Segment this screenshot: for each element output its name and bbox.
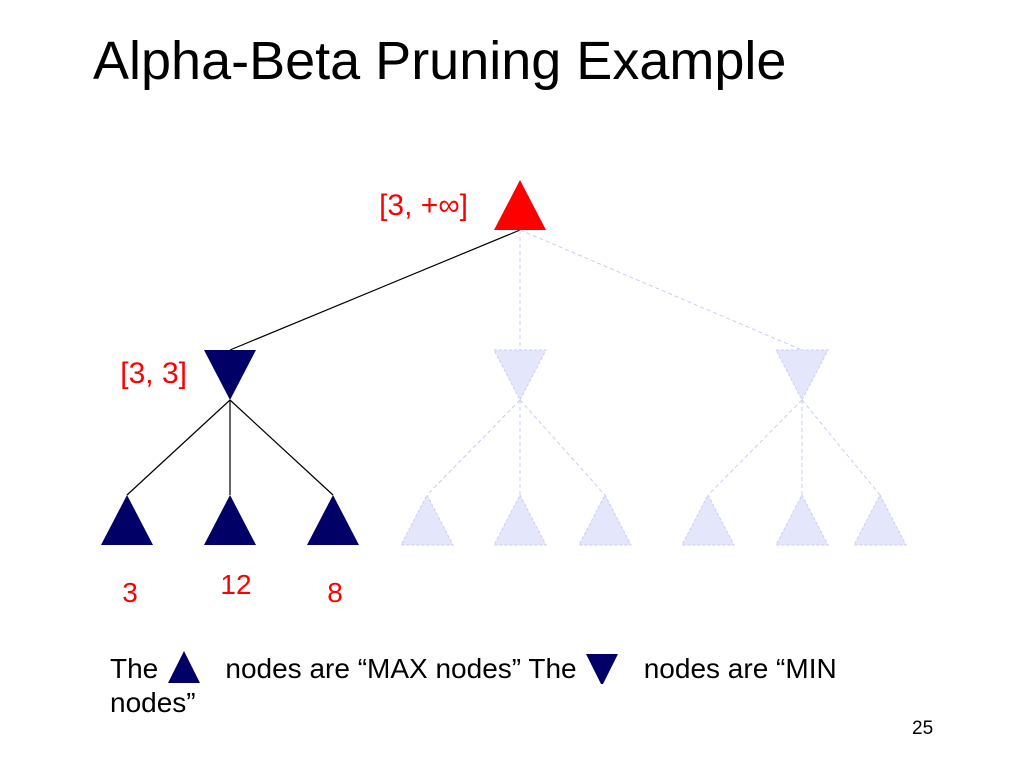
edge-root-to-min-3 bbox=[519, 229, 803, 351]
leaf-node-2-2 bbox=[493, 493, 547, 546]
edge-min-2-to-leaf-1 bbox=[426, 399, 521, 496]
root-max-node bbox=[494, 180, 546, 230]
tree-edges bbox=[126, 229, 881, 496]
slide-number: 25 bbox=[912, 718, 934, 739]
tree-nodes bbox=[101, 180, 907, 546]
edge-min-2-to-leaf-3 bbox=[519, 399, 606, 496]
root-node-label: [3, +∞] bbox=[379, 189, 468, 222]
leaf-node-2-1 bbox=[400, 493, 454, 546]
edge-min-3-to-leaf-3 bbox=[801, 399, 881, 496]
edge-min-1-to-leaf-1 bbox=[126, 399, 231, 496]
min-node-3 bbox=[775, 349, 829, 402]
min-node-legend-icon bbox=[586, 654, 619, 686]
max-node-legend-icon bbox=[168, 651, 201, 683]
leaf-node-3-3 bbox=[853, 493, 907, 546]
tree-labels: [3, +∞] [3, 3] 3 12 8 bbox=[120, 189, 468, 608]
legend-note: The nodes are “MAX nodes” The nodes are … bbox=[110, 650, 930, 720]
max-node-icon bbox=[168, 651, 201, 683]
leaf-node-3-1 bbox=[681, 493, 735, 546]
leaf-value-1-3: 8 bbox=[327, 577, 343, 608]
min-node-1-label: [3, 3] bbox=[120, 357, 187, 390]
min-node-1 bbox=[204, 350, 256, 400]
slide-title: Alpha-Beta Pruning Example bbox=[93, 31, 787, 91]
leaf-node-1-2 bbox=[204, 495, 256, 545]
leaf-node-1-3 bbox=[307, 495, 359, 545]
min-node-icon bbox=[586, 654, 619, 686]
min-node-2 bbox=[493, 349, 547, 402]
legend-text-2: nodes are “MAX nodes” The bbox=[225, 653, 577, 684]
edge-min-3-to-leaf-1 bbox=[707, 399, 803, 496]
legend-text-1: The bbox=[110, 653, 159, 684]
leaf-node-2-3 bbox=[578, 493, 632, 546]
leaf-node-1-1 bbox=[101, 495, 153, 545]
leaf-value-1-2: 12 bbox=[220, 569, 251, 600]
legend-text-3: nodes are “MIN nodes” bbox=[110, 653, 837, 718]
leaf-node-3-2 bbox=[775, 493, 829, 546]
edge-root-to-min-1 bbox=[229, 229, 521, 351]
edge-min-1-to-leaf-3 bbox=[229, 399, 334, 496]
leaf-value-1-1: 3 bbox=[122, 577, 138, 608]
